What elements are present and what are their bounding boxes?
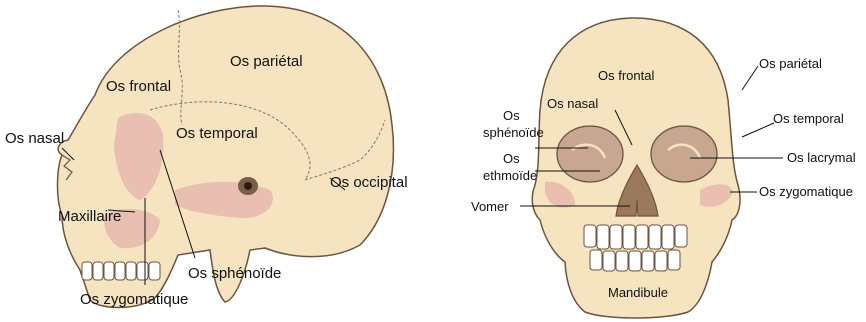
- left-orbit: [557, 126, 623, 182]
- label-frontal-nasal: Os nasal: [547, 96, 598, 111]
- lateral-teeth: [82, 262, 160, 280]
- label-lateral-frontal: Os frontal: [106, 78, 171, 95]
- label-frontal-ethmoide-1: Os: [503, 151, 520, 166]
- label-frontal-frontal: Os frontal: [598, 68, 654, 83]
- label-frontal-sphenoide-1: Os: [503, 108, 520, 123]
- label-lateral-sphenoide: Os sphénoïde: [188, 265, 281, 282]
- label-lateral-occipital: Os occipital: [330, 174, 408, 191]
- label-frontal-zygomatique: Os zygomatique: [759, 184, 853, 199]
- label-frontal-ethmoide-2: ethmoïde: [483, 168, 537, 183]
- label-lateral-temporal: Os temporal: [176, 125, 258, 142]
- label-lateral-nasal: Os nasal: [5, 130, 64, 147]
- label-frontal-parietal: Os pariétal: [759, 56, 822, 71]
- label-frontal-sphenoide-2: sphénoïde: [483, 125, 544, 140]
- ear-canal-hole: [244, 182, 252, 190]
- label-frontal-mandibule: Mandibule: [608, 285, 668, 300]
- label-frontal-vomer: Vomer: [471, 199, 509, 214]
- label-frontal-lacrymal: Os lacrymal: [787, 150, 856, 165]
- label-lateral-zygomatique: Os zygomatique: [80, 291, 188, 308]
- label-lateral-maxillaire: Maxillaire: [58, 208, 121, 225]
- lateral-skull: [58, 6, 394, 308]
- right-orbit: [651, 126, 717, 182]
- frontal-skull: [532, 18, 740, 318]
- label-frontal-temporal: Os temporal: [773, 111, 844, 126]
- label-lateral-parietal: Os pariétal: [230, 53, 303, 70]
